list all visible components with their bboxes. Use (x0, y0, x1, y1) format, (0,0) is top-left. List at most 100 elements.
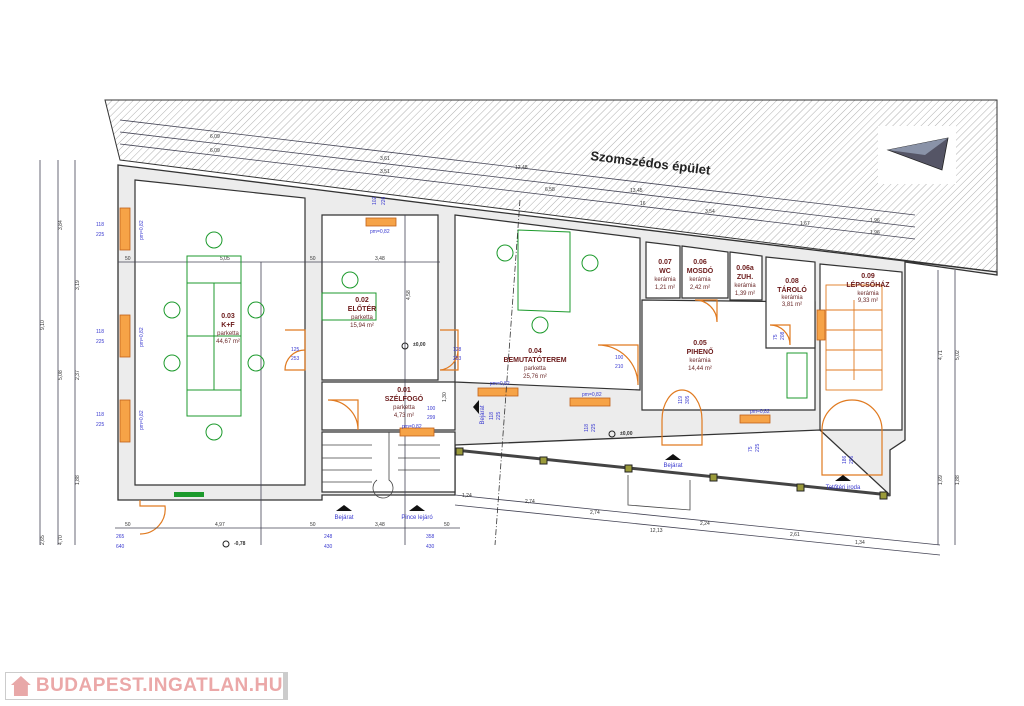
plan-label: 2,74 (525, 499, 535, 505)
plan-label: 0.06 (693, 259, 707, 266)
plan-label: 2,61 (790, 532, 800, 538)
plan-label: TÁROLÓ (777, 285, 807, 294)
plan-label: 0.02 (355, 297, 369, 304)
radiator (174, 492, 204, 497)
plan-label: 4,70 (58, 535, 64, 545)
plan-label: 119 (678, 396, 684, 404)
entrance-markers: Bejárat Pince lejáró Bejárat Bejárat Tet… (334, 400, 861, 521)
plan-label: 128 (453, 347, 462, 353)
plan-label: 118 (96, 412, 104, 418)
plan-label: 1,69 (938, 475, 944, 485)
right-dimensions: 4,71 5,02 1,69 1,88 (937, 270, 961, 545)
plan-label: 0.06a (736, 265, 754, 272)
plan-label: 299 (427, 415, 436, 421)
plan-label: 225 (96, 339, 105, 345)
plan-label: pm=0,82 (490, 381, 510, 387)
plan-label: 1,24 (462, 493, 472, 499)
plan-label: 44,67 m² (216, 339, 240, 345)
plan-label: 4,58 (406, 290, 412, 300)
plan-label: 3,51 (380, 169, 390, 175)
plan-label: 1,21 m² (655, 285, 675, 291)
plan-label: 5,08 (58, 370, 64, 380)
plan-label: 100 (427, 406, 436, 412)
plan-label: SZÉLFOGÓ (385, 394, 424, 403)
plan-label: 118 (96, 222, 104, 228)
plan-label: 1,96 (870, 218, 880, 224)
plan-label: 0.01 (397, 387, 411, 394)
plan-label: PIHENŐ (687, 347, 714, 356)
top-dimensions: 6,09 6,09 3,61 3,51 12,48 6,58 13,45 16 … (119, 119, 916, 240)
staircase (825, 284, 883, 391)
porch (454, 199, 941, 556)
plan-label: 50 (125, 522, 131, 528)
room-k-f (134, 179, 306, 486)
plan-label: 296 (849, 455, 855, 464)
plan-label: 5,02 (955, 350, 961, 360)
plan-label: 0.08 (785, 278, 799, 285)
plan-label: 16 (640, 201, 646, 207)
plan-label: 225 (96, 422, 105, 428)
stair-area (321, 431, 456, 493)
plan-label: kerámia (654, 277, 676, 283)
plan-label: 640 (116, 544, 125, 550)
plan-label: 1,39 m² (735, 291, 755, 297)
plan-label: 1,34 (855, 540, 865, 546)
plan-label: 50 (125, 256, 131, 262)
room-mosdo (681, 245, 729, 299)
plan-label: MOSDÓ (687, 266, 714, 275)
plan-label: 225 (496, 411, 502, 420)
plan-label: pm=0,82 (139, 410, 145, 430)
plan-label: parketta (393, 405, 415, 411)
plan-label: BEMUTATÓTEREM (503, 355, 566, 364)
plan-label: Tetőtéri iroda (826, 485, 861, 491)
plan-label: 0.09 (861, 273, 875, 280)
plan-label: Pince lejáró (401, 515, 433, 521)
plan-label: Bejárat (334, 515, 353, 521)
plan-label: 1,88 (955, 475, 961, 485)
plan-label: 3,48 (375, 256, 385, 262)
plan-label: 2,37 (75, 370, 81, 380)
chairs (163, 231, 599, 441)
plan-label: 0.07 (658, 259, 672, 266)
plan-label: 2,65 (40, 535, 46, 545)
plan-label: ±0,00 (620, 431, 633, 437)
plan-label: 225 (96, 232, 105, 238)
plan-label: 225 (591, 423, 597, 432)
plan-label: 9,10 (40, 320, 46, 330)
plan-label: 4,71 (938, 350, 944, 360)
plan-label: parketta (524, 366, 546, 372)
plan-label: 50 (310, 522, 316, 528)
room-wc (645, 241, 681, 299)
plan-label: parketta (217, 331, 239, 337)
plan-label: 248 (324, 534, 333, 540)
plan-label: pm=0,82 (402, 424, 422, 430)
plan-label: 253 (453, 356, 462, 362)
plan-label: 3,19 (75, 280, 81, 290)
plan-label: 6,58 (545, 187, 555, 193)
plan-label: 50 (444, 522, 450, 528)
plan-label: kerámia (734, 283, 756, 289)
plan-label: pm=0,82 (370, 229, 390, 235)
plan-label: 1,67 (800, 221, 810, 227)
plan-label: 6,09 (210, 148, 220, 154)
plan-label: 208 (780, 331, 786, 340)
plan-label: 118 (584, 424, 590, 432)
plan-label: 12,13 (650, 528, 663, 534)
plan-label: 2,74 (590, 510, 600, 516)
plan-label: 358 (426, 534, 435, 540)
plan-label: Bejárat (663, 463, 682, 469)
desk-eloter (321, 292, 377, 321)
plan-label: 225 (755, 443, 761, 452)
plan-label: 1,96 (870, 230, 880, 236)
plan-label: 4,73 m² (394, 413, 414, 419)
plan-label: 430 (324, 544, 333, 550)
plan-label: pm=0,82 (139, 327, 145, 347)
plan-label: 6,09 (210, 134, 220, 140)
house-logo-icon (11, 676, 31, 696)
plan-label: kerámia (857, 291, 879, 297)
